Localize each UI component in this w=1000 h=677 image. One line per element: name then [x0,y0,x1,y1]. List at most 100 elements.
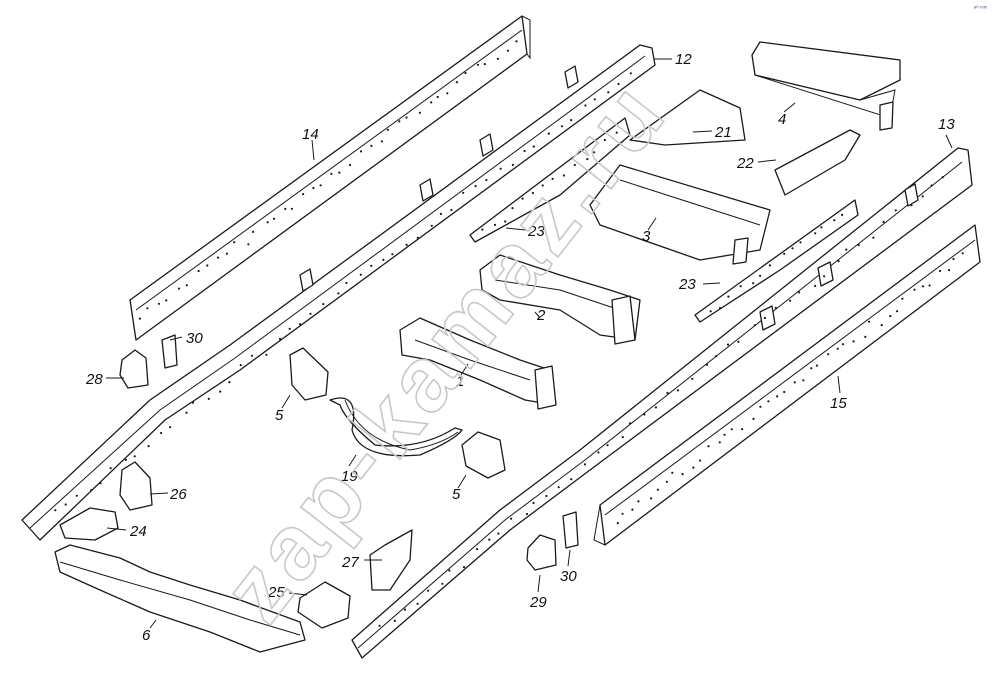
bolt-hole [910,204,913,207]
bolt-hole [177,287,181,290]
bolt-hole [359,273,362,276]
part-29-bracket [526,534,557,571]
bolt-hole [928,284,931,287]
callout-3: 3 [642,228,651,245]
bolt-hole [496,57,499,61]
bolt-hole [560,125,564,128]
bolt-hole [705,363,709,366]
bolt-hole [767,400,770,403]
bolt-hole [483,63,486,66]
bolt-hole [798,291,801,294]
bolt-hole [872,236,875,239]
bolt-hole [583,463,587,466]
part-13-right-side-member [351,147,973,659]
bolt-hole [416,236,419,239]
bolt-hole [511,163,514,166]
bolt-hole [322,303,325,306]
part-19-arch-bracket [329,397,463,457]
bolt-hole [793,381,796,384]
bolt-hole [266,221,269,224]
bolt-hole [247,243,250,246]
bolt-hole [521,197,524,200]
callout-23-lower: 23 [678,276,696,293]
bolt-hole [525,512,529,516]
bolt-hole [753,324,756,327]
bolt-hole [510,517,513,520]
bolt-hole [250,354,254,357]
bolt-hole [523,149,526,153]
part-24-bracket [59,507,119,541]
bolt-hole [603,138,606,142]
bolt-hole [416,602,419,605]
bolt-hole [541,184,544,187]
callout-22: 22 [736,155,754,172]
callout-30-right: 30 [560,568,577,585]
bolt-hole [837,260,840,263]
bolt-hole [833,219,836,222]
bolt-hole [515,40,518,43]
bolt-hole [531,191,535,195]
callout-5-lower: 5 [452,486,461,503]
bolt-hole [427,589,430,592]
bolt-hole [506,49,509,52]
bolt-hole [197,269,200,273]
watermark-text: zap-kamaz.ru [203,61,687,640]
bolt-hole [776,395,779,398]
bolt-hole [617,82,620,86]
bolt-hole [485,178,488,182]
callout-26: 26 [169,486,187,503]
bolt-hole [857,243,860,247]
bolt-hole [124,458,127,461]
callout-2: 2 [536,307,546,324]
bolt-hole [446,92,449,95]
part-2-cross-member [479,254,641,345]
bolt-hole [637,500,640,503]
bolt-hole [947,269,951,272]
bolt-hole [481,228,484,231]
bolt-hole [191,401,195,404]
bolt-hole [752,282,755,285]
bolt-hole [278,337,282,340]
bolt-hole [557,486,560,489]
bolt-hole [54,509,57,512]
part-6-front-cross-member [54,544,306,653]
callout-30-left: 30 [186,330,203,347]
part-21-plate [629,89,746,146]
bolt-hole [265,353,268,356]
bolt-hole [462,191,465,194]
bolt-hole [699,459,702,462]
bolt-hole [650,497,653,500]
bolt-hole [370,264,373,267]
bolt-hole [616,522,619,525]
bolt-hole [157,302,160,305]
bolt-hole [791,247,794,250]
bolt-hole [573,163,576,167]
bolt-hole [730,428,733,431]
bolt-hole [593,98,596,101]
bolt-hole [852,340,855,343]
bolt-hole [233,241,236,244]
callout-15: 15 [830,395,847,412]
bolt-hole [952,257,955,261]
bolt-hole [403,608,407,611]
bolt-hole [726,343,730,346]
bolt-hole [654,406,658,409]
bolt-hole [681,473,684,476]
bolt-hole [597,451,600,454]
bolt-hole [739,285,742,288]
callout-6: 6 [142,627,151,644]
bolt-hole [138,317,141,320]
callout-28: 28 [85,371,103,388]
bolt-hole [398,120,401,123]
bolt-hole [147,445,150,448]
bolt-hole [185,411,188,414]
bolt-hole [896,310,899,313]
bolt-hole [99,482,102,485]
bolt-hole [436,95,439,99]
callout-4: 4 [778,111,786,128]
bolt-hole [493,223,497,226]
callout-12: 12 [675,51,692,68]
part-23-gusset-plate-lower [694,199,859,323]
bolt-hole [430,224,433,227]
